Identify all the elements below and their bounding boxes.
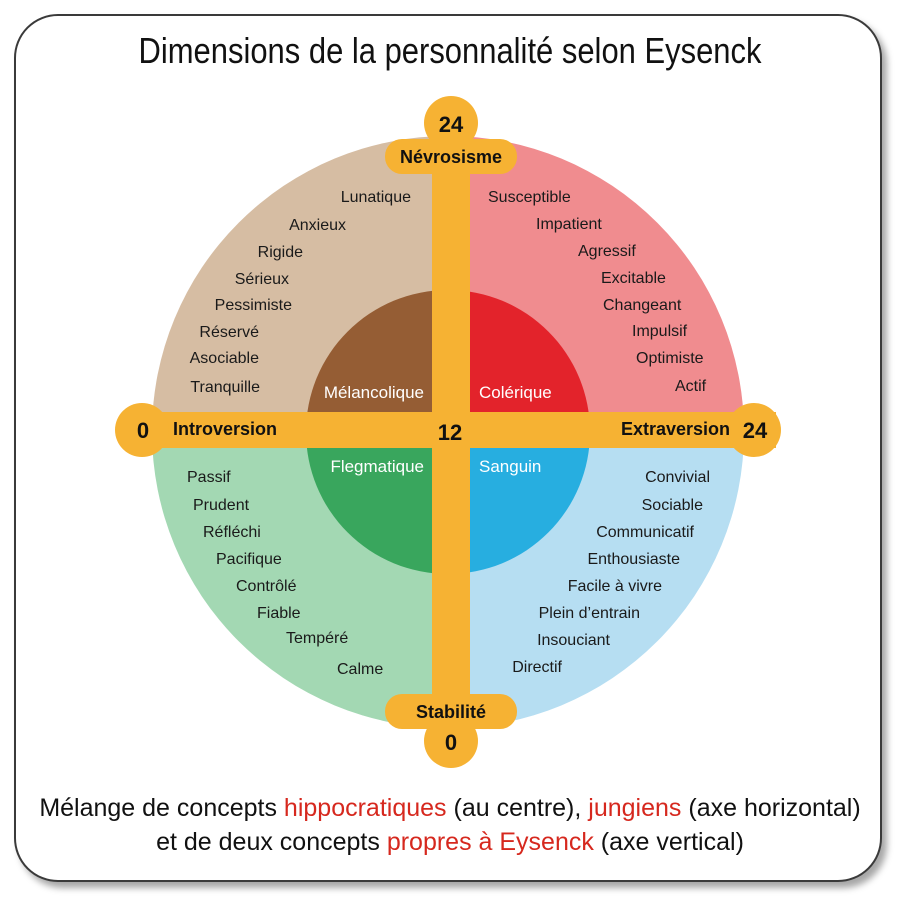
caption-highlight-eysenck: propres à Eysenck	[386, 828, 594, 856]
axis-right-label: Extraversion	[621, 419, 730, 439]
inner-sanguin	[448, 432, 590, 574]
axis-end-right	[727, 403, 781, 457]
caption-text: (au centre),	[446, 794, 589, 822]
trait-bottom-left-3: Réfléchi	[203, 524, 261, 541]
trait-bottom-right-5: Facile à vivre	[568, 578, 662, 595]
trait-bottom-right-4: Enthousiaste	[587, 551, 680, 568]
trait-top-right-1: Susceptible	[488, 189, 571, 206]
caption-line-2: et de deux concepts propres à Eysenck (a…	[0, 828, 900, 857]
trait-top-left-7: Asociable	[190, 350, 259, 367]
trait-top-right-8: Actif	[675, 378, 707, 395]
trait-bottom-right-2: Sociable	[642, 497, 703, 514]
caption-highlight-hippocratic: hippocratiques	[283, 794, 447, 822]
trait-bottom-right-6: Plein d’entrain	[539, 605, 640, 622]
trait-top-right-3: Agressif	[578, 243, 636, 260]
caption-text: et de deux concepts	[156, 828, 387, 856]
trait-top-right-2: Impatient	[536, 216, 602, 233]
axis-bottom-value: 0	[445, 730, 457, 755]
trait-top-left-8: Tranquille	[190, 379, 260, 396]
axis-center-value: 12	[438, 420, 462, 445]
trait-top-left-5: Pessimiste	[215, 297, 292, 314]
trait-bottom-left-7: Tempéré	[286, 630, 348, 647]
axis-left-value: 0	[137, 418, 149, 443]
trait-top-right-5: Changeant	[603, 297, 682, 314]
caption-highlight-jungian: jungiens	[588, 794, 682, 822]
trait-bottom-right-8: Directif	[512, 659, 562, 676]
inner-melancolique	[306, 290, 448, 432]
caption-text: (axe horizontal)	[681, 794, 861, 822]
caption-text: (axe vertical)	[593, 828, 744, 856]
axis-top-label: Névrosisme	[400, 147, 502, 167]
trait-bottom-left-4: Pacifique	[216, 551, 282, 568]
axis-bottom-label: Stabilité	[416, 702, 486, 722]
inner-colerique	[448, 290, 590, 432]
trait-bottom-left-6: Fiable	[257, 605, 301, 622]
trait-top-left-2: Anxieux	[289, 217, 346, 234]
trait-bottom-left-1: Passif	[187, 469, 231, 486]
inner-flegmatique	[306, 432, 448, 574]
trait-top-left-1: Lunatique	[341, 189, 411, 206]
horizontal-axis	[122, 412, 776, 448]
axis-top-value: 24	[439, 112, 464, 137]
axes	[115, 96, 781, 768]
label-box-bottom	[385, 694, 517, 729]
axis-end-left	[115, 403, 169, 457]
trait-bottom-right-1: Convivial	[645, 469, 710, 486]
caption-line-1: Mélange de concepts hippocratiques (au c…	[0, 794, 900, 823]
trait-top-left-3: Rigide	[258, 244, 303, 261]
trait-bottom-left-8: Calme	[337, 661, 383, 678]
trait-bottom-left-5: Contrôlé	[236, 578, 297, 595]
trait-top-left-6: Réservé	[199, 324, 259, 341]
trait-top-right-7: Optimiste	[636, 350, 704, 367]
trait-top-left-4: Sérieux	[235, 271, 289, 288]
label-box-top	[385, 139, 517, 174]
trait-top-right-6: Impulsif	[632, 323, 688, 340]
axis-right-value: 24	[743, 418, 768, 443]
page-title: Dimensions de la personnalité selon Eyse…	[138, 30, 762, 71]
axis-end-top	[424, 96, 478, 150]
trait-bottom-right-7: Insouciant	[537, 632, 610, 649]
temperament-colerique: Colérique	[479, 383, 552, 402]
temperament-melancolique: Mélancolique	[324, 383, 424, 402]
trait-bottom-right-3: Communicatif	[596, 524, 694, 541]
trait-bottom-left-2: Prudent	[193, 497, 250, 514]
axis-left-label: Introversion	[173, 419, 277, 439]
trait-top-right-4: Excitable	[601, 270, 666, 287]
caption-text: Mélange de concepts	[39, 794, 284, 822]
temperament-sanguin: Sanguin	[479, 457, 541, 476]
temperament-flegmatique: Flegmatique	[330, 457, 424, 476]
